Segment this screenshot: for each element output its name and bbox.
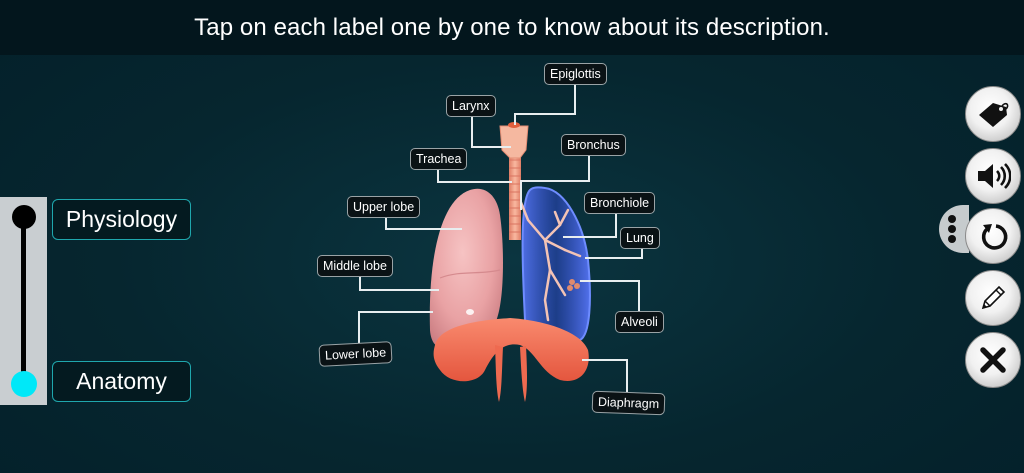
labels-toggle-button[interactable] — [965, 86, 1021, 142]
leader-alveoli-h — [580, 280, 639, 282]
label-bronchus[interactable]: Bronchus — [561, 134, 626, 156]
tag-icon — [979, 102, 1009, 127]
slider-knob-anatomy[interactable] — [11, 371, 37, 397]
leader-larynx-h — [471, 146, 511, 148]
speaker-icon — [978, 163, 1011, 189]
leader-lower-lobe — [358, 311, 360, 344]
anatomy-button[interactable]: Anatomy — [52, 361, 191, 402]
leader-lung — [641, 245, 643, 259]
instruction-bar: Tap on each label one by one to know abo… — [0, 0, 1024, 55]
instruction-text: Tap on each label one by one to know abo… — [194, 13, 830, 41]
close-button[interactable] — [965, 332, 1021, 388]
leader-lower-lobe-h — [358, 311, 433, 313]
leader-lung-h — [585, 257, 643, 259]
label-lower-lobe[interactable]: Lower lobe — [318, 341, 393, 367]
leader-bronchiole — [615, 208, 617, 237]
leader-bronchus-v2 — [520, 180, 522, 210]
leader-trachea-h — [437, 181, 512, 183]
label-larynx[interactable]: Larynx — [446, 95, 496, 117]
leader-bronchus — [588, 153, 590, 181]
label-upper-lobe[interactable]: Upper lobe — [347, 196, 421, 218]
slider-stop-physiology[interactable] — [12, 205, 36, 229]
leader-upper-lobe — [385, 214, 387, 230]
label-alveoli[interactable]: Alveoli — [615, 311, 664, 333]
label-lung[interactable]: Lung — [620, 227, 660, 249]
leader-epiglottis-v2 — [514, 113, 516, 125]
leader-diaphragm — [626, 359, 628, 392]
label-trachea[interactable]: Trachea — [410, 148, 468, 170]
leader-middle-lobe — [359, 274, 361, 291]
leader-diaphragm-h — [582, 359, 628, 361]
mode-slider[interactable] — [0, 197, 47, 405]
leader-epiglottis-h — [514, 113, 576, 115]
leader-trachea — [437, 167, 439, 183]
leader-middle-lobe-h — [359, 289, 439, 291]
leader-bronchiole-h — [563, 236, 617, 238]
pencil-icon — [981, 285, 1006, 310]
reset-button[interactable] — [965, 208, 1021, 264]
leader-epiglottis — [574, 85, 576, 114]
leader-alveoli — [638, 280, 640, 311]
leader-bronchus-h — [520, 180, 590, 182]
label-bronchiole[interactable]: Bronchiole — [584, 192, 656, 214]
leader-larynx — [471, 115, 473, 147]
draw-button[interactable] — [965, 270, 1021, 326]
label-diaphragm[interactable]: Diaphragm — [591, 390, 666, 416]
audio-button[interactable] — [965, 148, 1021, 204]
physiology-button[interactable]: Physiology — [52, 199, 191, 240]
slider-track[interactable] — [21, 217, 26, 382]
close-icon — [980, 347, 1006, 373]
reset-icon — [981, 224, 1008, 250]
leader-upper-lobe-h — [385, 228, 462, 230]
label-middle-lobe[interactable]: Middle lobe — [317, 255, 393, 277]
label-epiglottis[interactable]: Epiglottis — [544, 63, 607, 85]
